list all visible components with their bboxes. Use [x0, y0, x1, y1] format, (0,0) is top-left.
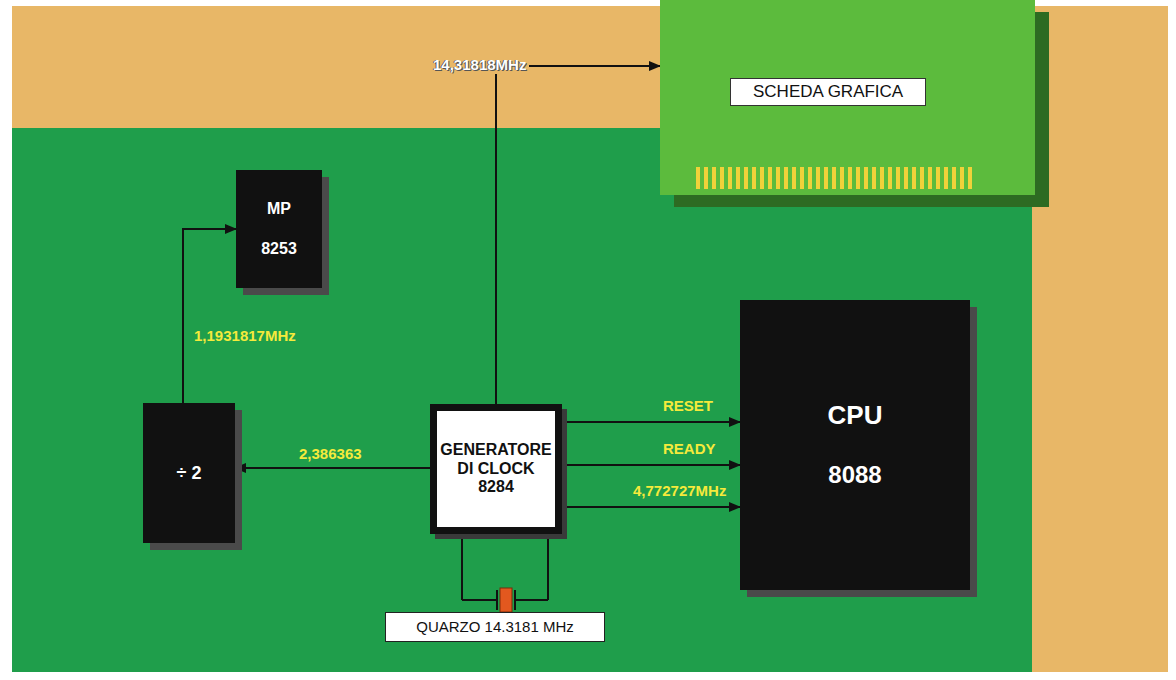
crystal-plate	[496, 590, 498, 610]
signal-arrow	[562, 464, 740, 466]
node-subtitle: 8088	[828, 461, 881, 489]
signal-label: RESET	[660, 398, 716, 415]
crystal-plate	[514, 590, 516, 610]
signal-label: 2,386363	[296, 446, 365, 463]
node-title: GENERATORE DI CLOCK 8284	[440, 441, 551, 496]
signal-label: 1,1931817MHz	[191, 328, 299, 345]
signal-arrow	[496, 66, 660, 404]
node-title: CPU	[828, 401, 883, 431]
node-title: ÷ 2	[177, 463, 202, 484]
graphics-card: SCHEDA GRAFICA	[660, 0, 1035, 195]
cpu-chip: CPU 8088	[740, 300, 970, 590]
crystal-wire	[547, 536, 549, 600]
crystal-wire	[515, 599, 548, 601]
motherboard	[12, 128, 1032, 672]
signal-label: READY	[660, 441, 719, 458]
crystal-wire	[461, 536, 463, 600]
crystal-symbol	[500, 588, 512, 612]
crystal-wire	[462, 599, 497, 601]
node-title: SCHEDA GRAFICA	[730, 78, 926, 106]
divider-chip: ÷ 2	[143, 403, 235, 543]
clock-generator: GENERATORE DI CLOCK 8284	[430, 404, 562, 534]
node-title: MP	[267, 200, 291, 218]
node-subtitle: 8253	[261, 240, 297, 258]
signal-arrow	[562, 421, 740, 423]
quartz-label: QUARZO 14.3181 MHz	[385, 612, 605, 642]
signal-label: 14,31818MHz	[430, 57, 529, 74]
signal-arrow	[562, 506, 740, 508]
signal-label: 4,772727MHz	[630, 483, 729, 500]
signal-arrow	[235, 467, 430, 469]
timer-chip: MP 8253	[236, 170, 322, 288]
signal-arrow	[183, 229, 236, 403]
node-title: QUARZO 14.3181 MHz	[416, 618, 574, 635]
